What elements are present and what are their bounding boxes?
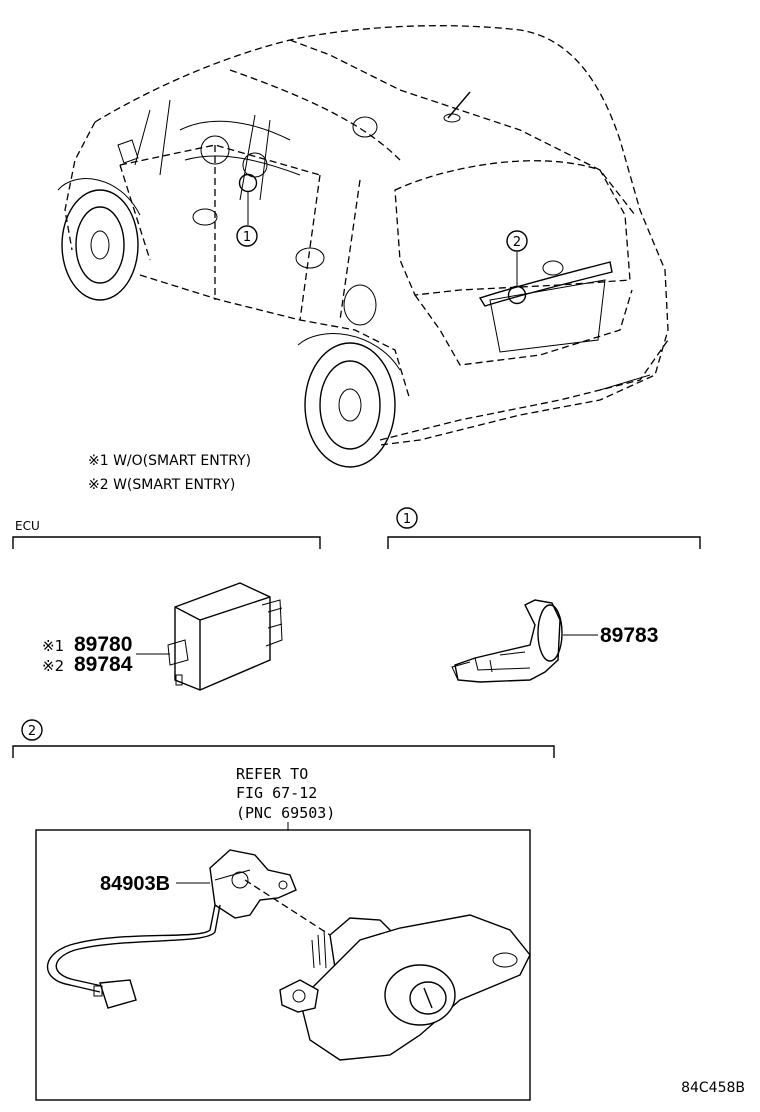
callout-section-2-circle [21,719,43,741]
callout-car-1-circle [236,225,258,247]
bracket-part [209,849,297,919]
location-marker-1 [238,173,258,193]
location-marker-2 [507,285,527,305]
ecu-part-number-1: 89780 [74,633,132,656]
callout-section-1: 1 [403,512,411,527]
refer-line-3: (PNC 69503) [236,804,335,822]
callout-section-2: 2 [28,724,36,739]
ecu-part-number-2: 89784 [74,653,133,676]
figure-code: 84C458B [681,1080,745,1096]
front-wheel [57,178,141,301]
note-without-smart-entry: ※1 W/O(SMART ENTRY) [88,453,251,469]
ecu-unit [167,582,283,691]
bracket-part-number: 84903B [100,873,170,895]
sensor-part [451,599,563,683]
refer-line-2: FIG 67-12 [236,784,317,802]
callout-car-1: 1 [243,230,251,245]
ecu-part-1-mark: ※1 [42,637,64,655]
detail-frame [35,829,531,1101]
rear-wheel [297,333,401,468]
section-2: 2 REFER TO FIG 67-12 (PNC 69503) 84903B [12,719,555,1101]
callout-car-2-circle [506,230,528,252]
ecu-section: ECU ※1 89780 ※2 89784 [12,519,321,691]
sensor-part-number: 89783 [600,624,658,647]
section-1: 1 89783 [387,507,701,683]
lock-cylinder-assembly [279,914,531,1061]
refer-line-1: REFER TO [236,765,308,783]
note-with-smart-entry: ※2 W(SMART ENTRY) [88,477,235,493]
ecu-section-title: ECU [15,519,40,533]
callout-car-2: 2 [513,235,521,250]
ecu-part-2-mark: ※2 [42,657,64,675]
vehicle-illustration: 1 2 [57,25,669,468]
callout-section-1-circle [396,507,418,529]
